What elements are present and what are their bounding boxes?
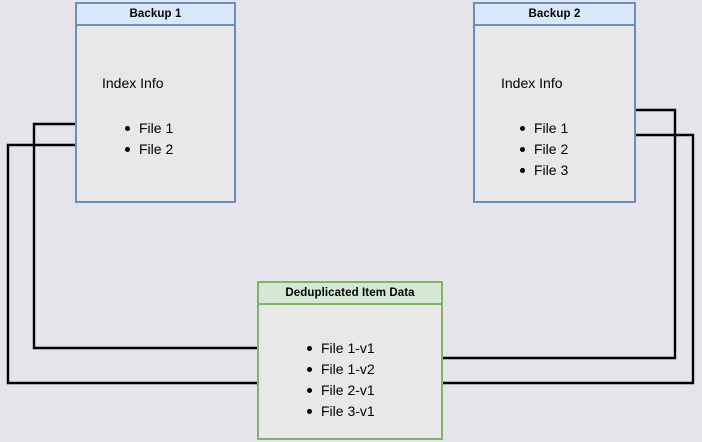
bullet-icon xyxy=(125,126,130,131)
list-item: File 3-v1 xyxy=(306,401,375,422)
bullet-icon xyxy=(520,126,525,131)
dedup-item-list: File 1-v1 File 1-v2 File 2-v1 File 3-v1 xyxy=(306,338,375,422)
backup-2-index-label: Index Info xyxy=(501,75,563,91)
file-label: File 1 xyxy=(139,120,174,136)
backup-1-index-label: Index Info xyxy=(102,75,164,91)
list-item: File 2 xyxy=(124,139,173,160)
backup-2-box[interactable]: Backup 2 Index Info File 1 File 2 File 3 xyxy=(473,2,636,203)
dedup-body: File 1-v1 File 1-v2 File 2-v1 File 3-v1 xyxy=(259,305,441,438)
dedup-item-label: File 3-v1 xyxy=(321,403,375,419)
file-label: File 2 xyxy=(139,141,174,157)
backup-1-body: Index Info File 1 File 2 xyxy=(77,26,234,201)
list-item: File 2 xyxy=(519,139,568,160)
file-label: File 2 xyxy=(534,141,569,157)
backup-1-file-list: File 1 File 2 xyxy=(124,118,173,160)
backup-1-box[interactable]: Backup 1 Index Info File 1 File 2 xyxy=(75,2,236,203)
file-label: File 3 xyxy=(534,162,569,178)
list-item: File 1-v2 xyxy=(306,359,375,380)
dedup-item-label: File 1-v1 xyxy=(321,340,375,356)
bullet-icon xyxy=(520,168,525,173)
bullet-icon xyxy=(307,388,312,393)
backup-2-title: Backup 2 xyxy=(475,4,634,26)
backup-2-body: Index Info File 1 File 2 File 3 xyxy=(475,26,634,201)
list-item: File 1 xyxy=(124,118,173,139)
bullet-icon xyxy=(307,346,312,351)
bullet-icon xyxy=(307,409,312,414)
dedup-item-label: File 2-v1 xyxy=(321,382,375,398)
list-item: File 1 xyxy=(519,118,568,139)
bullet-icon xyxy=(125,147,130,152)
file-label: File 1 xyxy=(534,120,569,136)
deduplicated-item-data-box[interactable]: Deduplicated Item Data File 1-v1 File 1-… xyxy=(257,281,443,440)
list-item: File 2-v1 xyxy=(306,380,375,401)
dedup-item-label: File 1-v2 xyxy=(321,361,375,377)
bullet-icon xyxy=(307,367,312,372)
backup-2-file-list: File 1 File 2 File 3 xyxy=(519,118,568,181)
dedup-title: Deduplicated Item Data xyxy=(259,283,441,305)
list-item: File 1-v1 xyxy=(306,338,375,359)
backup-1-title: Backup 1 xyxy=(77,4,234,26)
bullet-icon xyxy=(520,147,525,152)
list-item: File 3 xyxy=(519,160,568,181)
